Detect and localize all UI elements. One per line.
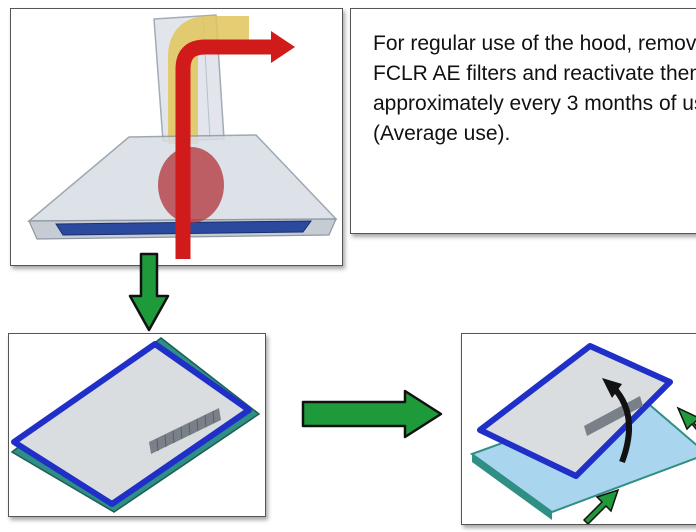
step-arrow-icon [128, 252, 170, 332]
grease-filter-image [10, 337, 261, 513]
airflow-arrow-icon [175, 31, 295, 259]
open-filter-panel [461, 333, 696, 525]
step-arrow-icon [582, 406, 696, 524]
range-hood-image [26, 14, 338, 259]
rotate-arrow-icon [602, 378, 633, 464]
instruction-panel: For regular use of the hood, remove the … [350, 8, 696, 234]
hood-illustration-panel [10, 8, 343, 266]
open-filter-image [469, 343, 696, 524]
step-arrow-icon [301, 389, 443, 439]
filter-illustration-panel [8, 333, 266, 517]
instruction-text: For regular use of the hood, remove the … [373, 32, 696, 145]
